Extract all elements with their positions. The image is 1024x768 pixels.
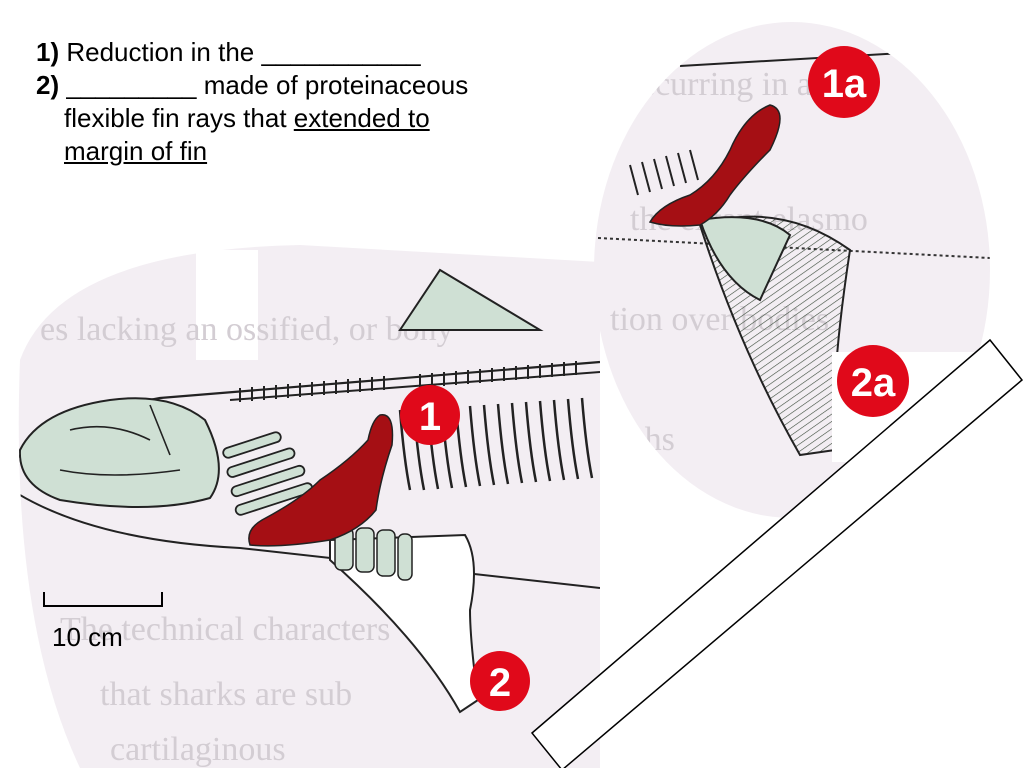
pectoral-girdle-highlight — [248, 414, 394, 547]
item-2-blank: _________ — [66, 70, 197, 100]
item-1-number: 1) — [36, 37, 60, 67]
scale-bar: 10 cm — [43, 592, 163, 652]
girdle-closeup-highlight — [648, 104, 781, 227]
badge-2-label: 2 — [489, 661, 511, 705]
item-2-number: 2) — [36, 70, 60, 100]
badge-2a-label: 2a — [851, 361, 896, 405]
item-2: 2) _________ made of proteinaceous — [36, 69, 468, 102]
left-photo-cutout — [196, 250, 258, 360]
item-2-text: made of proteinaceous — [196, 70, 469, 100]
vertebral-column — [229, 361, 600, 402]
badge-1a: 1a — [808, 46, 880, 118]
fish-skeleton-figure: es lacking an ossified, or bony The tech… — [18, 245, 600, 768]
item-2-continued: flexible fin rays that extended to — [36, 102, 468, 135]
svg-text:lachs: lachs — [605, 421, 675, 458]
svg-text:cartilaginous: cartilaginous — [110, 731, 286, 768]
badge-2a: 2a — [837, 345, 909, 417]
svg-text:The technical characters: The technical characters — [60, 611, 390, 648]
fish-belly-outline — [18, 481, 600, 589]
badge-2: 2 — [470, 651, 530, 711]
item-2-underline-2: margin of fin — [64, 136, 208, 166]
item-1: 1) Reduction in the ___________ — [36, 36, 468, 69]
scale-label: 10 cm — [52, 622, 123, 652]
svg-text:that sharks are sub: that sharks are sub — [100, 676, 352, 713]
cover-strip — [530, 338, 1024, 768]
badge-1: 1 — [400, 385, 460, 445]
skull — [18, 397, 220, 509]
item-1-text: Reduction in the — [59, 37, 262, 67]
svg-text:ecurring in all: ecurring in all — [640, 66, 831, 103]
item-2-continued-2: margin of fin — [36, 135, 468, 168]
fin-closeup-radials — [698, 216, 792, 302]
ribs — [398, 397, 594, 491]
gill-arches — [222, 431, 314, 516]
question-text: 1) Reduction in the ___________ 2) _____… — [36, 36, 468, 168]
dorsal-fin — [398, 268, 544, 331]
pectoral-radials — [334, 527, 413, 581]
item-1-blank: ___________ — [261, 37, 421, 67]
item-2-underline-1: extended to — [293, 103, 430, 133]
item-2-cont-text: flexible fin rays that — [64, 103, 294, 133]
badge-1-label: 1 — [419, 395, 441, 439]
badge-1a-label: 1a — [822, 62, 867, 106]
svg-text:es lacking an ossified, or bon: es lacking an ossified, or bony — [40, 311, 454, 348]
